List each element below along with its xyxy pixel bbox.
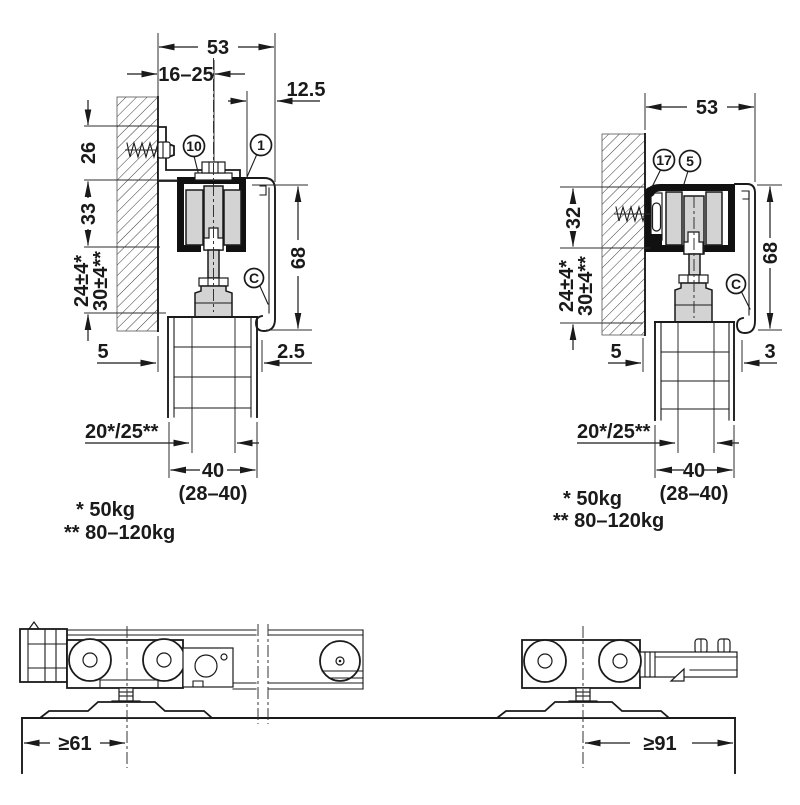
callout-circle-5 xyxy=(678,149,702,173)
callout-c: C xyxy=(731,276,741,292)
callout-1: 1 xyxy=(257,137,265,153)
roller-left xyxy=(185,189,204,246)
dim-12-5: 12.5 xyxy=(287,79,326,101)
dim-30-4: 30±4** xyxy=(575,256,597,316)
wall-screw xyxy=(125,140,171,160)
callout-circle-17 xyxy=(652,148,676,172)
right-callouts: 17 5 C xyxy=(651,148,751,310)
right-dimensions: 53 32 24±4* 30±4** 68 5 3 xyxy=(553,93,782,532)
roller-right xyxy=(705,191,723,246)
callout-5: 5 xyxy=(686,153,694,169)
note-50kg: * 50kg xyxy=(563,488,622,510)
dim-min-61: ≥61 xyxy=(58,733,91,755)
track-profile xyxy=(645,184,735,252)
dim-32: 32 xyxy=(563,207,585,229)
dim-53: 53 xyxy=(207,37,229,59)
roller-left xyxy=(665,191,683,246)
door-panel xyxy=(167,316,258,453)
dim-33: 33 xyxy=(78,203,100,225)
bottom-side-view: ≥61 ≥91 xyxy=(19,620,738,774)
left-cross-section: 53 16–25 12.5 26 33 24±4* 30±4** xyxy=(64,33,325,544)
dim-28-40: (28–40) xyxy=(660,483,729,505)
gasket xyxy=(645,187,655,197)
mounting-plate xyxy=(37,701,215,719)
note-50kg: * 50kg xyxy=(76,499,135,521)
dim-5: 5 xyxy=(97,341,108,363)
callout-10: 10 xyxy=(186,138,202,154)
left-callouts: 10 1 C xyxy=(182,133,273,305)
dim-min-91: ≥91 xyxy=(643,733,676,755)
dim-groove: 20*/25** xyxy=(85,421,159,443)
dim-24-4: 24±4* xyxy=(556,260,578,312)
callout-circle-c xyxy=(725,273,747,295)
fascia-profile xyxy=(245,177,276,332)
wall-hatched xyxy=(601,133,646,336)
dim-40: 40 xyxy=(683,460,705,482)
right-cross-section: 53 32 24±4* 30±4** 68 5 3 xyxy=(553,93,782,532)
dim-2-5: 2.5 xyxy=(277,341,305,363)
carriage-attachment xyxy=(182,647,234,688)
note-80-120kg: ** 80–120kg xyxy=(64,522,175,544)
buffer-arm xyxy=(639,638,738,682)
dim-68: 68 xyxy=(760,242,782,264)
right-carriage-assembly xyxy=(494,626,738,768)
left-carriage-assembly xyxy=(19,620,364,768)
bottom-dimensions: ≥61 ≥91 xyxy=(23,733,734,755)
dim-68: 68 xyxy=(288,247,310,269)
dim-26: 26 xyxy=(78,142,100,164)
callout-circle-c xyxy=(243,267,265,289)
dim-28-40: (28–40) xyxy=(179,483,248,505)
wall-hatched xyxy=(116,96,159,332)
left-dimensions: 53 16–25 12.5 26 33 24±4* 30±4** xyxy=(64,33,325,544)
callout-circle-10 xyxy=(182,134,206,158)
door-panel xyxy=(654,321,735,453)
dim-5: 5 xyxy=(610,341,621,363)
dim-groove: 20*/25** xyxy=(577,421,651,443)
dim-40: 40 xyxy=(202,460,224,482)
door-side xyxy=(21,717,736,774)
wall-screw xyxy=(614,204,650,224)
second-roller-partial xyxy=(319,640,364,682)
dim-24-4: 24±4* xyxy=(71,255,93,307)
callout-17: 17 xyxy=(656,152,672,168)
note-80-120kg: ** 80–120kg xyxy=(553,510,664,532)
fascia-profile xyxy=(734,183,756,334)
dim-30-4: 30±4** xyxy=(90,251,112,311)
dim-3: 3 xyxy=(764,341,775,363)
dim-53: 53 xyxy=(696,97,718,119)
callout-c: C xyxy=(249,270,259,286)
dim-16-25: 16–25 xyxy=(158,64,214,86)
hanger-slot xyxy=(203,227,224,251)
callout-circle-1 xyxy=(249,133,273,157)
end-stop xyxy=(19,620,68,683)
roller-right xyxy=(223,189,242,246)
